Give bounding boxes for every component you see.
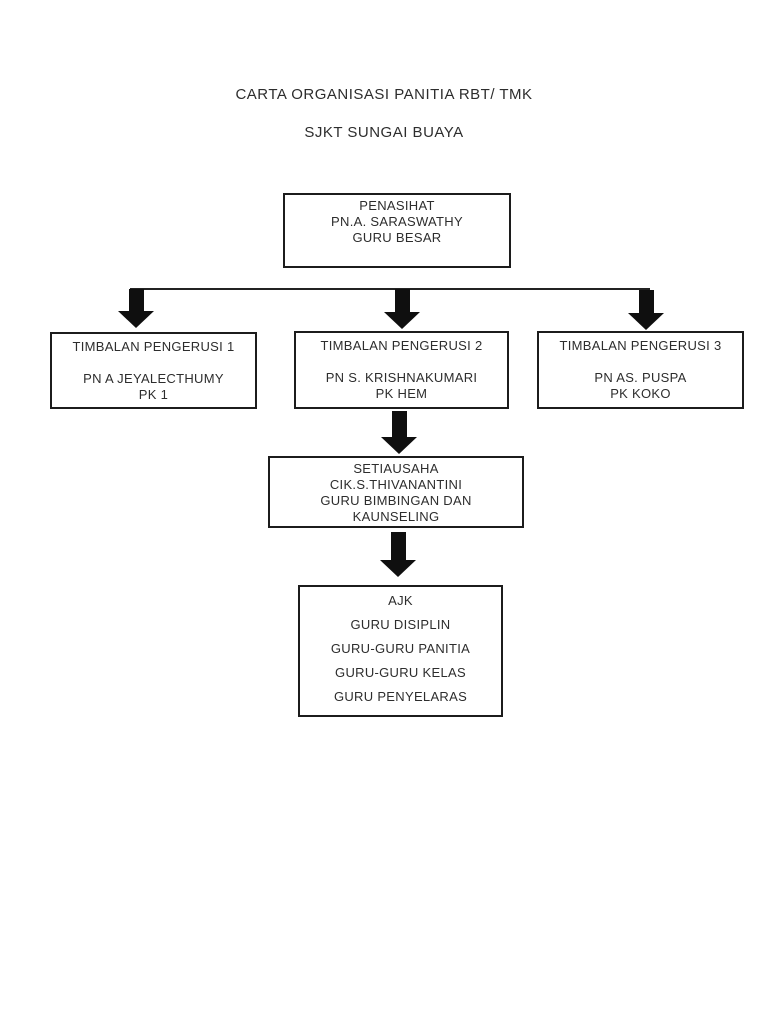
down-arrow-to-timbalan-1-icon: [118, 289, 154, 328]
box-text-line: PENASIHAT: [359, 198, 435, 213]
box-text-line: [52, 355, 255, 371]
box-text-line: PN AS. PUSPA: [594, 370, 687, 385]
box-text-line: KAUNSELING: [352, 509, 440, 524]
box-text-line: [296, 354, 507, 370]
box-text-line: PK KOKO: [610, 386, 671, 401]
down-arrow-to-setiausaha-icon: [381, 411, 417, 454]
box-text-line: GURU PENYELARAS: [333, 689, 468, 704]
arrow-head: [628, 313, 664, 330]
box-text-line: GURU BESAR: [352, 230, 442, 245]
box-text-line: PN.A. SARASWATHY: [331, 214, 463, 229]
down-arrow-to-ajk-icon: [380, 532, 416, 577]
box-text-line: PK HEM: [375, 386, 428, 401]
box-text-line: TIMBALAN PENGERUSI 2: [320, 338, 483, 353]
box-text-line: [539, 354, 742, 370]
box-text-line: PK 1: [138, 387, 169, 402]
arrow-stem: [128, 289, 144, 311]
arrow-stem: [394, 289, 410, 312]
arrow-stem: [391, 411, 407, 437]
arrow-head: [384, 312, 420, 329]
box-text-line: PN A JEYALECTHUMY: [83, 371, 224, 386]
box-text-line: PN S. KRISHNAKUMARI: [325, 370, 478, 385]
box-text-line: GURU-GURU KELAS: [335, 665, 466, 680]
arrow-head: [118, 311, 154, 328]
connector-horizontal-line: [130, 288, 650, 290]
page-subtitle: SJKT SUNGAI BUAYA: [304, 124, 464, 141]
arrow-stem: [390, 532, 406, 560]
box-text-line: TIMBALAN PENGERUSI 1: [72, 339, 235, 354]
box-text-line: CIK.S.THIVANANTINI: [329, 477, 463, 492]
down-arrow-to-timbalan-2-icon: [384, 289, 420, 329]
arrow-head: [380, 560, 416, 577]
arrow-head: [381, 437, 417, 454]
box-text-line: GURU DISIPLIN: [350, 617, 451, 632]
down-arrow-to-timbalan-3-icon: [628, 290, 664, 330]
node-ajk: AJK GURU DISIPLIN GURU-GURU PANITIA GURU-GU…: [298, 585, 503, 717]
box-text-line: GURU-GURU PANITIA: [330, 641, 471, 656]
box-text-line: SETIAUSAHA: [353, 461, 439, 476]
box-text-line: TIMBALAN PENGERUSI 3: [559, 338, 722, 353]
box-text-line: GURU BIMBINGAN DAN: [320, 493, 472, 508]
box-text-line: AJK: [388, 593, 413, 608]
arrow-stem: [638, 290, 654, 313]
page-title: CARTA ORGANISASI PANITIA RBT/ TMK: [235, 86, 533, 103]
